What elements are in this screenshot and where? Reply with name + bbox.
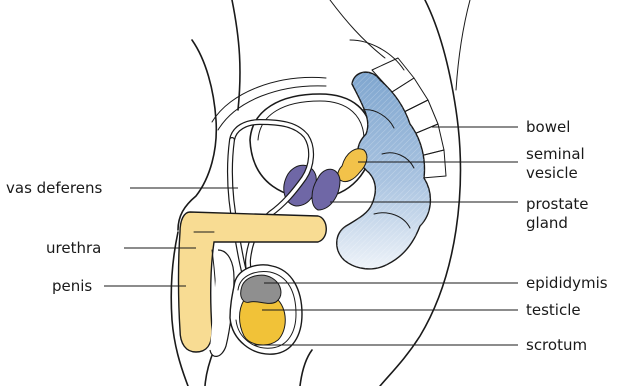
label-scrotum: scrotum [526,336,587,354]
prostate-gland [284,165,340,210]
label-prostate-gland-line2: gland [526,214,568,232]
label-epididymis: epididymis [526,274,608,292]
label-testicle: testicle [526,301,581,319]
label-seminal-vesicle-line1: seminal [526,145,585,163]
label-vas-deferens: vas deferens [6,179,102,197]
seminal-vesicle [338,149,367,182]
label-seminal-vesicle-line2: vesicle [526,164,578,182]
label-urethra: urethra [46,239,101,257]
label-prostate-gland-line1: prostate [526,195,589,213]
label-bowel: bowel [526,118,570,136]
label-penis: penis [52,277,92,295]
epididymis [241,275,281,303]
